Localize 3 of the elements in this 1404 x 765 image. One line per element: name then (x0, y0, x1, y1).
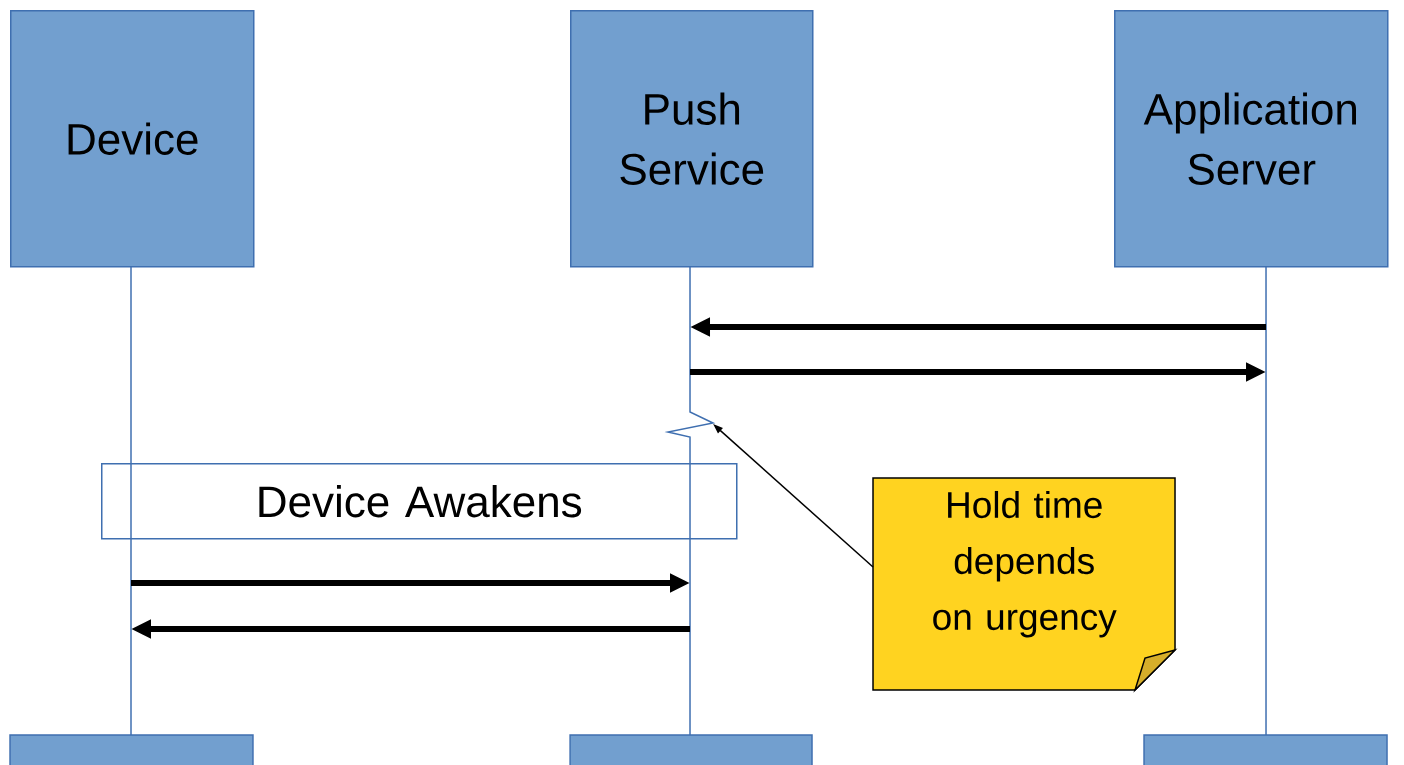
lifeline-drawing: Device (9, 10, 255, 765)
activity-box: Device Awakens (101, 463, 738, 540)
leader-line (713, 424, 874, 568)
